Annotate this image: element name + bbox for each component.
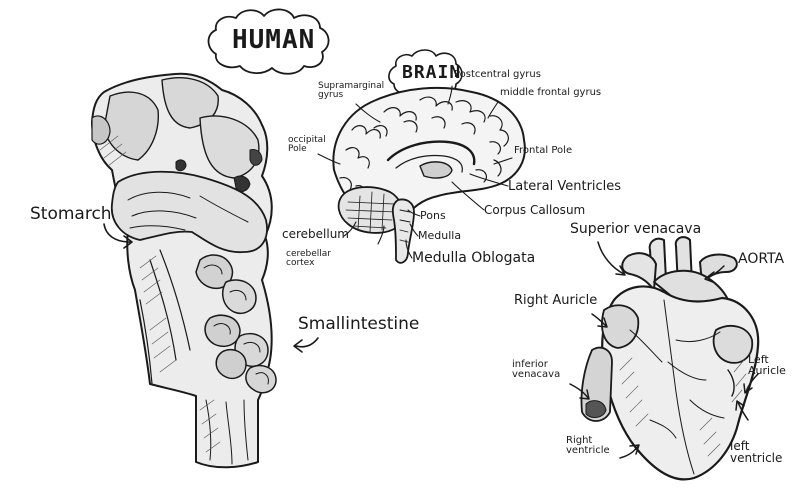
right-ventricle-label: Right ventricle	[566, 436, 610, 456]
aorta-label: AORTA	[738, 252, 784, 266]
cerebellar-cortex-label: cerebellar cortex	[286, 250, 331, 268]
frontal-pole-label: Frontal Pole	[514, 146, 572, 156]
lateral-ventricles-label: Lateral Ventricles	[508, 180, 621, 193]
postcentral-gyrus-label: Postcentral gyrus	[454, 70, 541, 80]
torso-illustration	[92, 74, 276, 468]
stomach-label: Stomarch	[30, 206, 112, 223]
small-intestine-arrow	[294, 338, 318, 352]
corpus-callosum-label: Corpus Callosum	[484, 204, 585, 216]
medulla-oblongata-label: Medulla Oblogata	[412, 251, 535, 265]
middle-frontal-gyrus-label: middle frontal gyrus	[500, 88, 601, 98]
supramarginal-gyrus-label: Supramarginal gyrus	[318, 82, 384, 100]
inferior-venacava-label: inferior venacava	[512, 360, 560, 380]
brain-title: BRAIN	[402, 64, 461, 82]
occipital-pole-label: occipital Pole	[288, 136, 326, 154]
cerebellum-label: cerebellum	[282, 228, 349, 240]
right-auricle-label: Right Auricle	[514, 294, 597, 307]
left-auricle-label: Left Auricle	[748, 354, 786, 376]
pons-label: Pons	[420, 210, 446, 221]
human-title: HUMAN	[232, 27, 315, 53]
small-intestine-label: Smallintestine	[298, 316, 419, 333]
medulla-label: Medulla	[418, 230, 461, 241]
left-ventricle-label: left ventricle	[730, 440, 782, 464]
superior-venacava-label: Superior venacava	[570, 222, 701, 236]
